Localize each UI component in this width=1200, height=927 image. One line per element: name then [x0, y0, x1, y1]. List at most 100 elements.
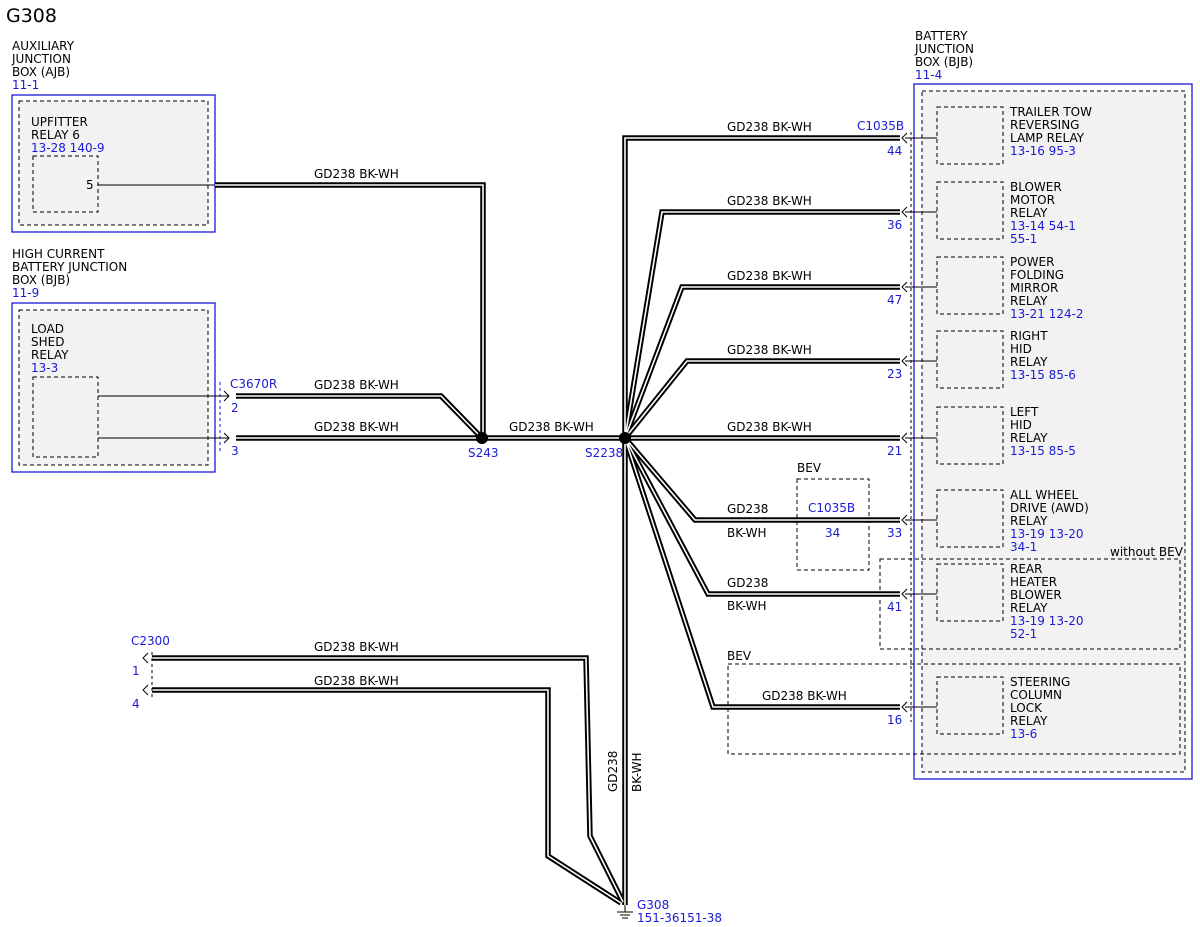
bjb-relay-box-3: [936, 330, 1004, 389]
load-shed-relay-line-1: LOAD: [31, 322, 64, 336]
bjb-relay-7-line-2: LOCK: [1010, 701, 1043, 715]
bjb-pin-44: 44: [887, 144, 902, 158]
wire-s2238-to-pin-33-core: [624, 437, 900, 521]
bjb-relay-0-line-2: LAMP RELAY: [1010, 131, 1085, 145]
c2300-pin-4: 4: [132, 697, 140, 711]
bjb-pin-symbol-0: [901, 132, 908, 144]
bjb-relay-3-line-2: RELAY: [1010, 355, 1048, 369]
without-bev-label: without BEV: [1110, 545, 1184, 559]
bjb-relay-box-0: [936, 106, 1004, 165]
bjb-relay-4-line-1: HID: [1010, 418, 1032, 432]
bjb-relay-6-ref-0[interactable]: 13-19 13-20: [1010, 614, 1084, 628]
load-shed-relay-box: [32, 376, 99, 458]
bjb-relay-1-line-1: MOTOR: [1010, 193, 1055, 207]
bjb-relay-box-4: [936, 406, 1004, 465]
splice-s2238-label[interactable]: S2238: [585, 446, 623, 460]
bjb-relay-6-line-0: REAR: [1010, 562, 1042, 576]
ground-refs[interactable]: 151-36151-38: [637, 911, 722, 925]
bev-connector-box: [796, 478, 870, 571]
c3670r-pin-3-symbol: [223, 432, 230, 444]
diagram-title: G308: [6, 5, 57, 27]
bjb-relay-5-line-1: DRIVE (AWD): [1010, 501, 1089, 515]
label-pin-16-wire: GD238 BK-WH: [762, 689, 847, 703]
label-pin-33-wire-color: BK-WH: [727, 526, 767, 540]
bjb-relay-1-ref-0[interactable]: 13-14 54-1: [1010, 219, 1076, 233]
label-s243-s2238-wire: GD238 BK-WH: [509, 420, 594, 434]
wire-c2300-4-to-ground[interactable]: [152, 687, 623, 906]
high-current-battery-junction-box: HIGH CURRENT BATTERY JUNCTION BOX (BJB) …: [11, 247, 277, 473]
bjb-pin-symbol-2: [901, 281, 908, 293]
label-c3670r-2-wire: GD238 BK-WH: [314, 378, 399, 392]
wire-c2300-1-to-ground[interactable]: [152, 655, 626, 904]
bjb-relay-1-ref-1[interactable]: 55-1: [1010, 232, 1037, 246]
bjb-relay-3-line-1: HID: [1010, 342, 1032, 356]
wire-s2238-to-pin-36-core: [624, 211, 900, 439]
c2300-connector: C2300 1 4: [131, 634, 170, 711]
splice-s2238-dot[interactable]: [619, 432, 631, 444]
bjb-relay-6-line-1: HEATER: [1010, 575, 1057, 589]
bjb-relay-0-ref-0[interactable]: 13-16 95-3: [1010, 144, 1076, 158]
bjb-relay-5-ref-1[interactable]: 34-1: [1010, 540, 1037, 554]
c2300-connector-label[interactable]: C2300: [131, 634, 170, 648]
bjb-pin-symbol-3: [901, 355, 908, 367]
c3670r-pin-2: 2: [231, 401, 239, 415]
wire-s2238-to-pin-44-core: [624, 137, 900, 438]
label-c2300-1-wire: GD238 BK-WH: [314, 640, 399, 654]
bev-c1035b-pin-34: 34: [825, 526, 840, 540]
splice-s243-dot[interactable]: [476, 432, 488, 444]
bjb-pin-47: 47: [887, 293, 902, 307]
wire-s2238-to-pin-23-core: [624, 360, 900, 439]
ground-name[interactable]: G308: [637, 898, 669, 912]
splice-s243-label[interactable]: S243: [468, 446, 499, 460]
bjb-pin-16: 16: [887, 713, 902, 727]
c2300-pin-1: 1: [132, 664, 140, 678]
bjb-relay-0-line-0: TRAILER TOW: [1009, 105, 1092, 119]
c1035b-connector-label[interactable]: C1035B: [857, 119, 904, 133]
bjb-relay-5-line-0: ALL WHEEL: [1010, 488, 1078, 502]
hcbjb-name-line-3: BOX (BJB): [12, 273, 70, 287]
c3670r-connector-label[interactable]: C3670R: [230, 377, 277, 391]
bjb-relay-2-ref-0[interactable]: 13-21 124-2: [1010, 307, 1084, 321]
bjb-inner: [921, 90, 1186, 773]
bjb-pin-33: 33: [887, 526, 902, 540]
bjb-relay-1-line-0: BLOWER: [1010, 180, 1062, 194]
load-shed-relay-ref[interactable]: 13-3: [31, 361, 58, 375]
bev-region-label: BEV: [727, 649, 752, 663]
bjb-relay-2-line-2: MIRROR: [1010, 281, 1058, 295]
bjb-relay-box-1: [936, 181, 1004, 240]
bjb-relay-7-line-1: COLUMN: [1010, 688, 1062, 702]
ajb-inner: [18, 100, 209, 226]
bev-c1035b-label[interactable]: C1035B: [808, 501, 855, 515]
battery-junction-box: BATTERY JUNCTION BOX (BJB) 11-4 C1035B w…: [857, 29, 1193, 780]
load-shed-relay-line-2: SHED: [31, 335, 64, 349]
bjb-relay-5-line-2: RELAY: [1010, 514, 1048, 528]
bjb-relay-6-ref-1[interactable]: 52-1: [1010, 627, 1037, 641]
wire-label-layer: GD238 BK-WH GD238 BK-WH GD238 BK-WH GD238 B…: [314, 120, 847, 792]
bjb-name-line-2: JUNCTION: [914, 42, 974, 56]
bjb-relay-0-line-1: REVERSING: [1010, 118, 1079, 132]
bjb-pin-21: 21: [887, 444, 902, 458]
c2300-pin-1-symbol: [142, 652, 149, 664]
wire-s2238-to-pin-16[interactable]: [622, 437, 900, 710]
bjb-relay-5-ref-0[interactable]: 13-19 13-20: [1010, 527, 1084, 541]
bjb-relay-4-ref-0[interactable]: 13-15 85-5: [1010, 444, 1076, 458]
label-pin-23-wire: GD238 BK-WH: [727, 343, 812, 357]
wire-s2238-to-pin-47-core: [624, 286, 900, 439]
bjb-pin-23: 23: [887, 367, 902, 381]
bjb-ref[interactable]: 11-4: [915, 68, 942, 82]
upfitter-relay-ref[interactable]: 13-28 140-9: [31, 141, 105, 155]
hcbjb-ref[interactable]: 11-9: [12, 286, 39, 300]
bev-connector-region-label: BEV: [797, 461, 822, 475]
bjb-relay-1-line-2: RELAY: [1010, 206, 1048, 220]
ajb-ref[interactable]: 11-1: [12, 78, 39, 92]
bjb-relay-2-line-1: FOLDING: [1010, 268, 1064, 282]
ajb-pin-5: 5: [86, 178, 94, 192]
ajb-name-line-1: AUXILIARY: [12, 39, 75, 53]
bjb-relay-4-line-0: LEFT: [1010, 405, 1039, 419]
c2300-pin-4-symbol: [142, 684, 149, 696]
bjb-relay-box-5: [936, 489, 1004, 548]
bjb-relay-6-line-3: RELAY: [1010, 601, 1048, 615]
wire-c2300-1-to-ground-core: [152, 657, 624, 903]
bjb-relay-3-ref-0[interactable]: 13-15 85-6: [1010, 368, 1076, 382]
bjb-relay-7-ref-0[interactable]: 13-6: [1010, 727, 1037, 741]
